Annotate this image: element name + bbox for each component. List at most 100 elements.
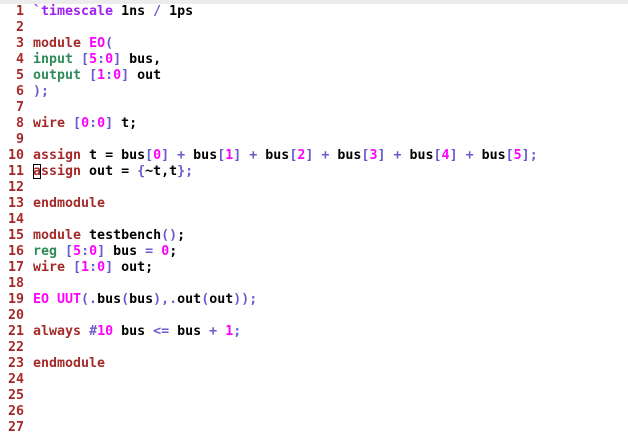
code-token: 5: [89, 52, 98, 67]
code-token: 0: [97, 260, 106, 275]
code-token: +: [321, 148, 330, 163]
line-number: 22: [7, 340, 24, 355]
code-token: ;: [185, 164, 194, 179]
code-token: #: [89, 324, 98, 339]
line-number: 27: [7, 420, 24, 435]
code-line[interactable]: 7: [0, 100, 628, 116]
code-token: out: [209, 292, 234, 307]
code-token: 0: [97, 116, 106, 131]
line-number: 26: [7, 404, 24, 419]
code-token: ]: [97, 244, 106, 259]
line-number: 12: [7, 180, 24, 195]
code-token: 1: [81, 260, 90, 275]
code-token: bus: [185, 148, 218, 163]
code-token: endmodule: [33, 356, 106, 371]
code-token: 0: [113, 68, 122, 83]
code-token: [: [289, 148, 298, 163]
code-token: 1ns: [113, 4, 154, 19]
code-token: +: [209, 324, 218, 339]
code-token: [73, 52, 81, 67]
code-token: bus: [129, 292, 154, 307]
code-token: EO UUT: [33, 292, 82, 307]
code-line[interactable]: 14: [0, 212, 628, 228]
line-number: 24: [7, 372, 24, 387]
code-line[interactable]: 1`timescale 1ns / 1ps: [0, 4, 628, 20]
line-number: 10: [7, 148, 24, 163]
code-token: reg: [33, 244, 58, 259]
code-token: module: [33, 36, 82, 51]
code-token: (.: [81, 292, 98, 307]
code-token: 1ps: [161, 4, 194, 19]
code-line[interactable]: 20: [0, 308, 628, 324]
code-token: ),.: [153, 292, 178, 307]
code-line[interactable]: 9: [0, 132, 628, 148]
code-token: bus,: [121, 52, 162, 67]
code-token: ]: [161, 148, 170, 163]
code-line[interactable]: 26: [0, 404, 628, 420]
code-line[interactable]: 25: [0, 388, 628, 404]
line-number: 6: [15, 84, 24, 99]
code-token: :: [89, 116, 98, 131]
code-line[interactable]: 2: [0, 20, 628, 36]
code-token: :: [105, 68, 114, 83]
code-token: +: [249, 148, 258, 163]
code-token: bus: [257, 148, 290, 163]
code-token: [: [73, 260, 82, 275]
code-token: bus: [401, 148, 434, 163]
code-line[interactable]: 3 module EO(: [0, 36, 628, 52]
code-token: ;: [529, 148, 538, 163]
code-token: [458, 148, 466, 163]
code-token: ]: [113, 52, 122, 67]
line-number: 9: [15, 132, 24, 147]
code-token: 2: [297, 148, 306, 163]
line-number: 8: [15, 116, 24, 131]
code-token: /: [153, 4, 162, 19]
line-number: 11: [7, 164, 24, 179]
line-number: 16: [7, 244, 24, 259]
code-line[interactable]: 6);: [0, 84, 628, 100]
line-number: 3: [15, 36, 24, 51]
code-token: +: [465, 148, 474, 163]
code-token: ]: [121, 68, 130, 83]
code-line[interactable]: 12: [0, 180, 628, 196]
line-number: 19: [7, 292, 24, 307]
code-token: ;: [169, 244, 178, 259]
code-token: 3: [369, 148, 378, 163]
code-line[interactable]: 24: [0, 372, 628, 388]
code-token: =: [145, 244, 154, 259]
code-token: t;: [113, 116, 138, 131]
line-number: 7: [15, 100, 24, 115]
code-token: bus: [169, 324, 210, 339]
code-token: out;: [113, 260, 154, 275]
code-line[interactable]: 22: [0, 340, 628, 356]
line-number: 17: [7, 260, 24, 275]
code-token: EO: [89, 36, 106, 51]
code-token: [: [217, 148, 226, 163]
line-number: 2: [15, 20, 24, 35]
code-token: (: [105, 36, 114, 51]
code-token: [: [89, 68, 98, 83]
line-number: 21: [7, 324, 24, 339]
code-token: input: [33, 52, 74, 67]
line-number: 1: [15, 4, 24, 19]
code-token: t = bus: [81, 148, 146, 163]
code-token: out =: [81, 164, 138, 179]
code-token: ]: [233, 148, 242, 163]
code-token: ]: [449, 148, 458, 163]
code-token: bus: [97, 292, 122, 307]
code-line[interactable]: 27: [0, 420, 628, 436]
code-line[interactable]: 18: [0, 276, 628, 292]
